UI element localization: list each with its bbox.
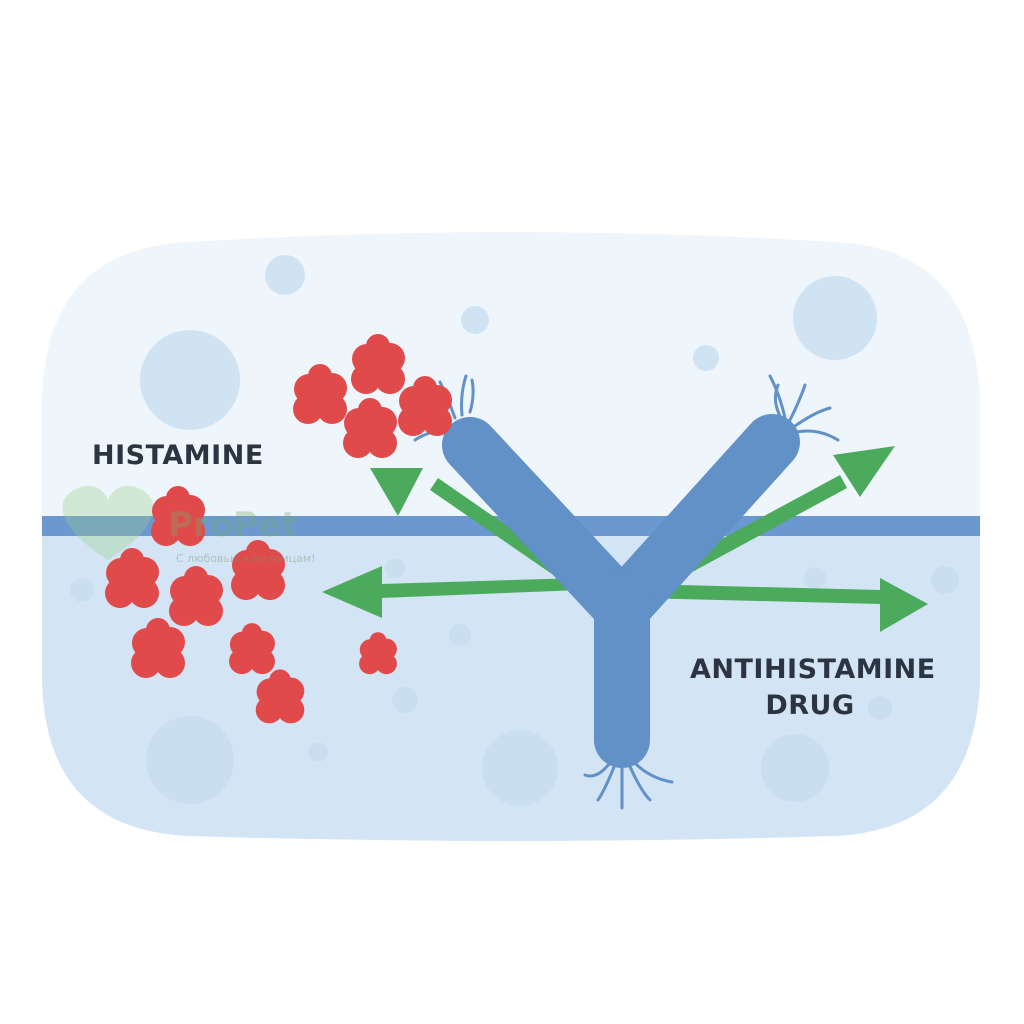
watermark-brand: ProPet: [168, 505, 298, 545]
watermark-logo: [62, 485, 154, 560]
arrow-left: [322, 566, 580, 618]
antihistamine-label-line1: ANTIHISTAMINE: [690, 654, 936, 685]
histamine-label: HISTAMINE: [92, 440, 264, 471]
watermark-tagline: С любовью к питомцам!: [176, 552, 316, 565]
antihistamine-label: ANTIHISTAMINE DRUG: [690, 652, 936, 724]
arrow-right: [640, 578, 928, 632]
background-bubbles: [70, 255, 959, 806]
antihistamine-label-line2: DRUG: [765, 690, 855, 721]
receptor-y: [408, 374, 840, 810]
